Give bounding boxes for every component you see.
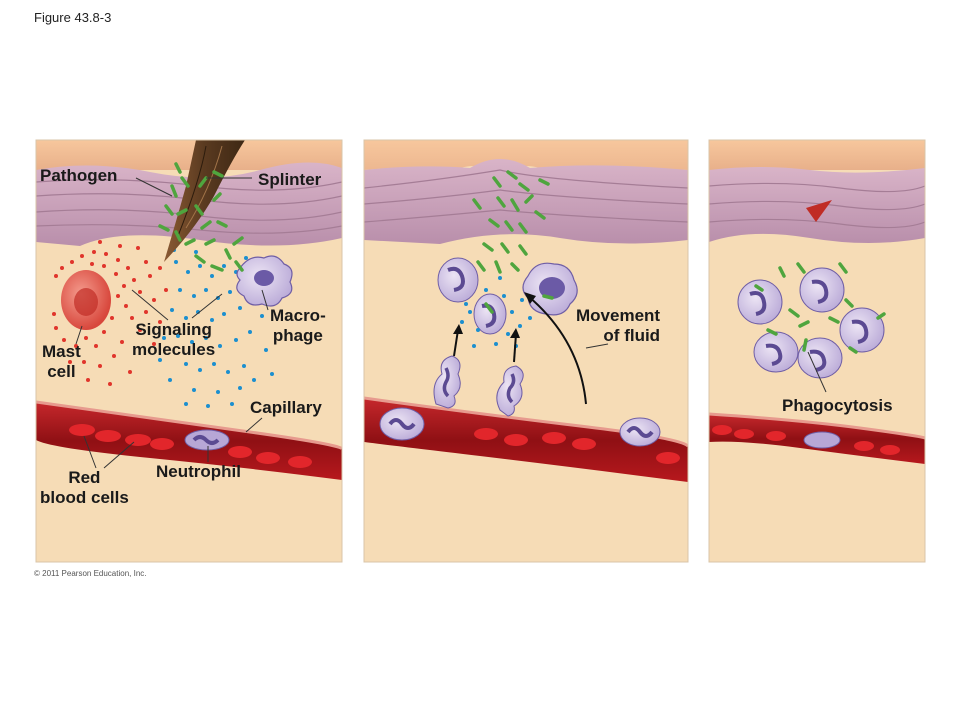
splinter	[164, 140, 245, 262]
tissue-immune-cells	[437, 257, 578, 335]
neutrophils-in-vessel	[379, 407, 661, 447]
label-mast-line2: cell	[47, 362, 76, 381]
label-red-line1: Red	[68, 468, 101, 487]
panel-2-fluid-movement	[364, 140, 688, 562]
red-blood-cells	[69, 424, 312, 468]
label-macrophage-line1: Macro-	[270, 306, 326, 325]
migrating-neutrophils	[433, 355, 524, 417]
label-macrophage: Macro- phage	[270, 306, 326, 346]
label-movement-line2: of fluid	[603, 326, 661, 345]
label-signaling-molecules: Signaling molecules	[132, 320, 215, 360]
macrophage	[236, 255, 293, 307]
label-signaling-line1: Signaling	[135, 320, 212, 339]
fluid-arrows	[453, 295, 587, 405]
label-red-line2: blood cells	[40, 488, 129, 507]
label-mast-cell: Mast cell	[42, 342, 81, 382]
panel-1-injury	[36, 140, 342, 562]
label-splinter: Splinter	[258, 170, 322, 189]
label-movement-line1: Movement	[576, 306, 661, 325]
neutrophil-in-vessel	[184, 429, 230, 451]
copyright-notice: © 2011 Pearson Education, Inc.	[34, 569, 147, 578]
figure-title: Figure 43.8-3	[34, 10, 112, 25]
mast-cell	[61, 270, 111, 330]
label-mast-line1: Mast	[42, 342, 81, 361]
phagocytic-cells	[737, 267, 885, 379]
label-macrophage-line2: phage	[272, 326, 323, 345]
panel-3-phagocytosis	[709, 140, 925, 562]
label-phagocytosis: Phagocytosis	[782, 396, 893, 415]
label-neutrophil: Neutrophil	[156, 462, 241, 481]
label-signaling-line2: molecules	[132, 340, 216, 359]
label-movement-of-fluid: Movement of fluid	[576, 306, 660, 346]
signaling-molecules-red	[52, 240, 168, 386]
pathogen-bacteria-2	[472, 170, 554, 314]
pathogen-bacteria	[158, 162, 244, 272]
label-red-blood-cells: Red blood cells	[40, 468, 129, 508]
label-capillary: Capillary	[250, 398, 322, 417]
label-pathogen: Pathogen	[40, 166, 118, 185]
